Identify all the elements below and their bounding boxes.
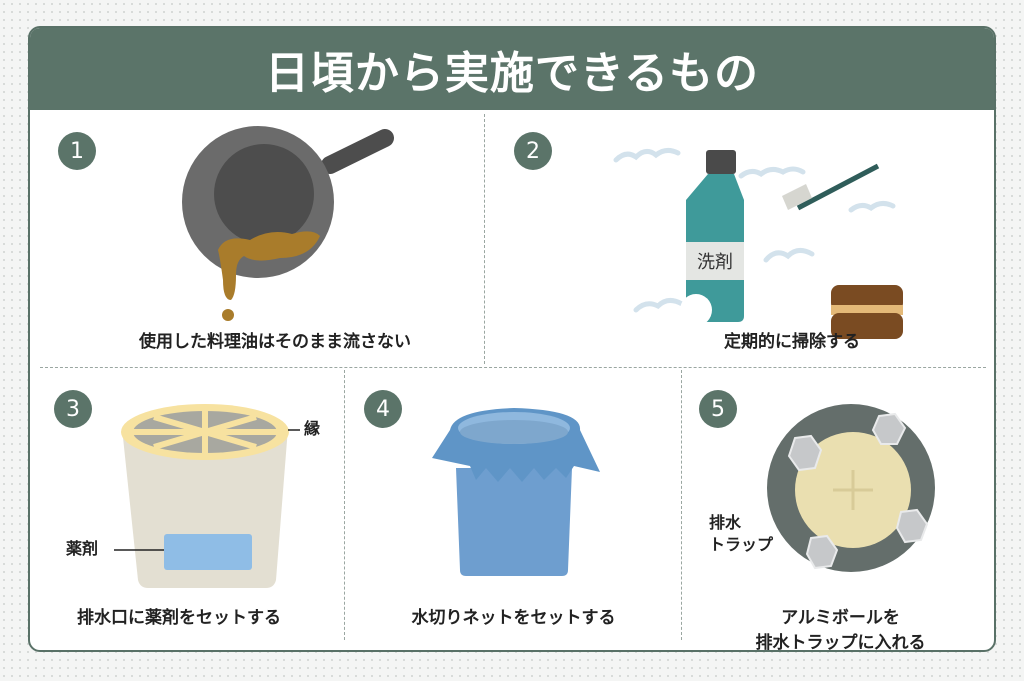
- step-badge-4: 4: [364, 390, 402, 428]
- caption-2: 定期的に掃除する: [724, 332, 860, 352]
- step-badge-1: 1: [58, 132, 96, 170]
- drain-basket-icon: [114, 404, 300, 588]
- caption-1: 使用した料理油はそのまま流さない: [139, 332, 411, 352]
- item-4: 4 水切りネットをセットする: [346, 370, 681, 650]
- step-badge-2: 2: [514, 132, 552, 170]
- caption-5-line2: 排水トラップに入れる: [755, 633, 926, 652]
- step-badge-5: 5: [699, 390, 737, 428]
- drain-trap-aluminum-balls-icon: [767, 404, 935, 572]
- item-3: 3 縁 薬剤 排水口に薬剤をセットする: [30, 370, 344, 650]
- item-1: 1 使用した料理油はそのまま流さない: [30, 110, 484, 367]
- infographic-card: 日頃から実施できるもの 1 使用した料理油はそのまま流さない 2: [28, 26, 996, 652]
- cleaning-supplies-icon: 洗剤: [613, 147, 903, 339]
- divider-vertical-top: [484, 114, 485, 364]
- item-5: 5 排水 トラップ アルミボールを 排水トラップに入れる: [683, 370, 994, 652]
- caption-5-line1: アルミボールを: [781, 608, 900, 628]
- divider-horizontal: [40, 367, 986, 368]
- divider-vertical-bottom-right: [681, 370, 682, 640]
- caption-5: アルミボールを 排水トラップに入れる: [683, 606, 994, 652]
- bottle-label: 洗剤: [697, 252, 733, 273]
- label-drain-trap-line1: 排水: [709, 513, 742, 532]
- step-badge-3: 3: [54, 390, 92, 428]
- label-drain-trap: 排水 トラップ: [709, 512, 773, 556]
- label-chemical: 薬剤: [66, 539, 99, 558]
- caption-4: 水切りネットをセットする: [411, 608, 616, 628]
- item-2: 2 洗剤 定期的に掃除する: [486, 110, 994, 367]
- frying-pan-oil-icon: [182, 126, 394, 321]
- label-rim: 縁: [304, 419, 321, 438]
- page-title: 日頃から実施できるもの: [264, 48, 760, 99]
- divider-vertical-bottom-left: [344, 370, 345, 640]
- drain-net-icon: [432, 408, 600, 576]
- header-bar: 日頃から実施できるもの: [30, 28, 994, 110]
- caption-3: 排水口に薬剤をセットする: [77, 608, 281, 628]
- label-drain-trap-line2: トラップ: [709, 535, 774, 554]
